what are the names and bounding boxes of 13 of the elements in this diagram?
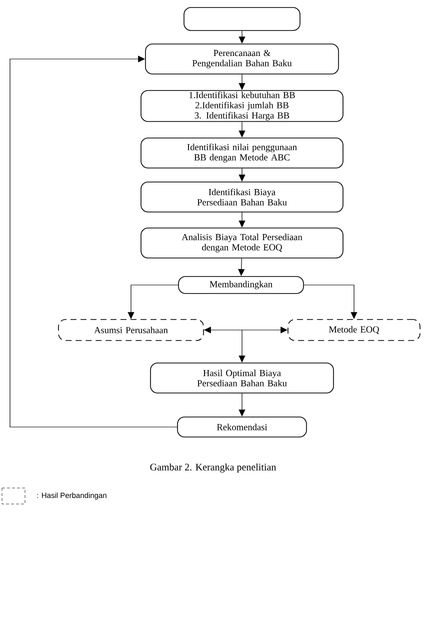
rounded-box: Rekomendasi <box>177 416 307 438</box>
dashed-rounded-box: Asumsi Perusahaan <box>58 319 204 341</box>
caption: Gambar 2. Kerangka penelitian <box>150 463 276 473</box>
empty-rounded-box <box>184 7 300 31</box>
rounded-box: Analisis Biaya Total Persediaan dengan Metode EOQ <box>140 228 344 258</box>
rounded-box: Identifikasi Biaya Persediaan Bahan Baku <box>140 182 344 212</box>
rounded-box: 1.Identifikasi kebutuhan BB 2.Identifikasi jumlah BB 3. Identifikasi Harga BB <box>140 90 344 122</box>
rounded-box: Perencanaan & Pengendalian Bahan Baku <box>145 44 339 74</box>
arrow <box>10 56 178 428</box>
rounded-box: Identifikasi nilai penggunaan BB dengan Metode ABC <box>140 138 344 168</box>
rounded-box: Hasil Optimal Biaya Persediaan Bahan Baku <box>150 362 334 394</box>
dashed-rounded-box: Metode EOQ <box>288 319 420 341</box>
rounded-box: Membandingkan <box>178 276 304 294</box>
